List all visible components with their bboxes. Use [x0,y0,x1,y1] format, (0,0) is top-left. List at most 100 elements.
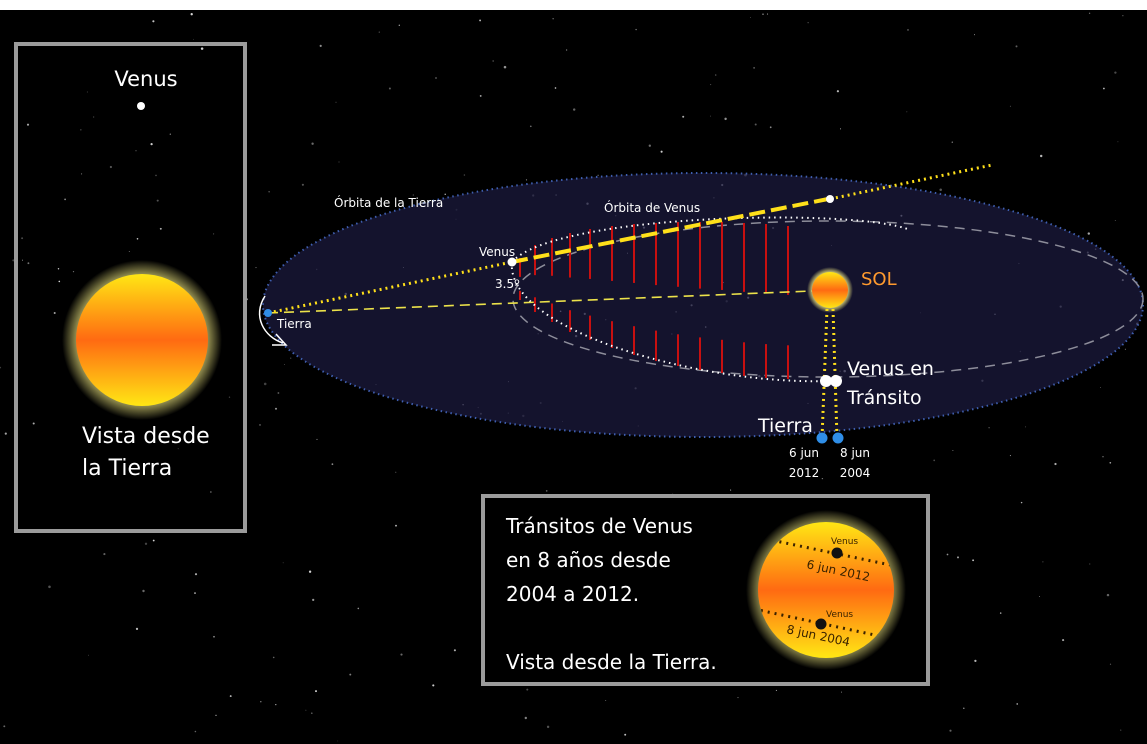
star [525,179,528,181]
star [229,695,232,698]
star [81,173,83,175]
star [682,115,685,118]
venus-dot [507,257,517,267]
sun-label: SOL [861,269,897,290]
star [337,740,339,742]
star [194,573,198,576]
venus-orbit-label: Órbita de Venus [604,200,700,215]
star [1103,87,1105,90]
earth-dot-2012 [816,432,828,444]
inset-line1: Tránsitos de Venus [505,514,693,538]
star [308,570,312,573]
left-caption-line1: Vista desde [82,424,210,449]
star [3,725,6,728]
star [338,161,340,163]
star [821,477,824,480]
earth-dot-2004 [832,432,844,444]
star [213,635,215,638]
star [775,689,777,691]
inset-line4: Vista desde la Tierra. [506,650,717,674]
earth-sun-line [267,290,813,314]
venus-orbit-path [511,216,911,263]
star [319,44,322,47]
date-2012-day: 6 jun [789,446,819,460]
star [136,238,139,240]
star [762,13,764,16]
star [1109,461,1112,464]
star [710,115,712,117]
star [648,144,651,147]
star [144,542,148,545]
star [274,407,278,410]
star [80,129,82,131]
date-2004-year: 2004 [840,466,871,480]
star [156,199,159,202]
star [213,233,215,235]
star [152,539,155,542]
star [444,193,446,195]
star [907,29,909,31]
earth-label-left: Tierra [276,317,312,331]
star [194,592,196,595]
transit-label-line1: Venus en [847,358,934,380]
star [1015,45,1018,48]
star [1042,561,1044,563]
star [398,24,400,26]
star [93,116,95,118]
star [275,703,277,706]
far-point [826,195,834,203]
inset-line3: 2004 a 2012. [506,582,639,606]
star [335,101,337,103]
star [86,91,88,93]
venus-orbit-tilt-marks [519,222,789,379]
left-panel-frame [14,42,247,533]
star [737,697,739,699]
star [1114,220,1116,221]
star [1062,639,1065,642]
inset-sun-disk [758,522,894,658]
star [215,714,217,716]
star [200,47,204,50]
star [554,87,557,89]
star [290,357,292,359]
transit-label-line2: Tránsito [846,387,922,409]
star [565,49,568,51]
star [432,684,435,687]
rotation-arrow [258,295,284,344]
star [412,194,414,196]
star [988,427,990,429]
star [906,111,908,113]
star [952,450,954,452]
star [210,491,212,493]
star [526,688,529,691]
star [963,707,965,710]
star [933,459,936,462]
left-venus-label: Venus [114,67,177,91]
star [492,60,494,62]
star [974,34,976,36]
star [836,90,840,93]
star [4,432,7,435]
star [26,123,30,126]
star [503,65,507,69]
star [72,270,75,273]
star [660,150,663,153]
star [552,18,554,20]
star [388,87,391,90]
star [169,133,171,135]
star [194,730,197,733]
star [272,656,275,659]
transit-path-2012 [758,534,894,569]
star [1102,456,1104,458]
inset-line2: en 8 años desde [506,548,671,572]
star [754,123,757,126]
earth-orbit-label: Órbita de la Tierra [334,195,443,210]
star [283,364,285,365]
star [177,448,179,450]
venus-orbit-path-front [510,261,829,383]
star [999,612,1002,614]
star [277,392,280,394]
star [228,396,231,398]
star [128,251,130,252]
